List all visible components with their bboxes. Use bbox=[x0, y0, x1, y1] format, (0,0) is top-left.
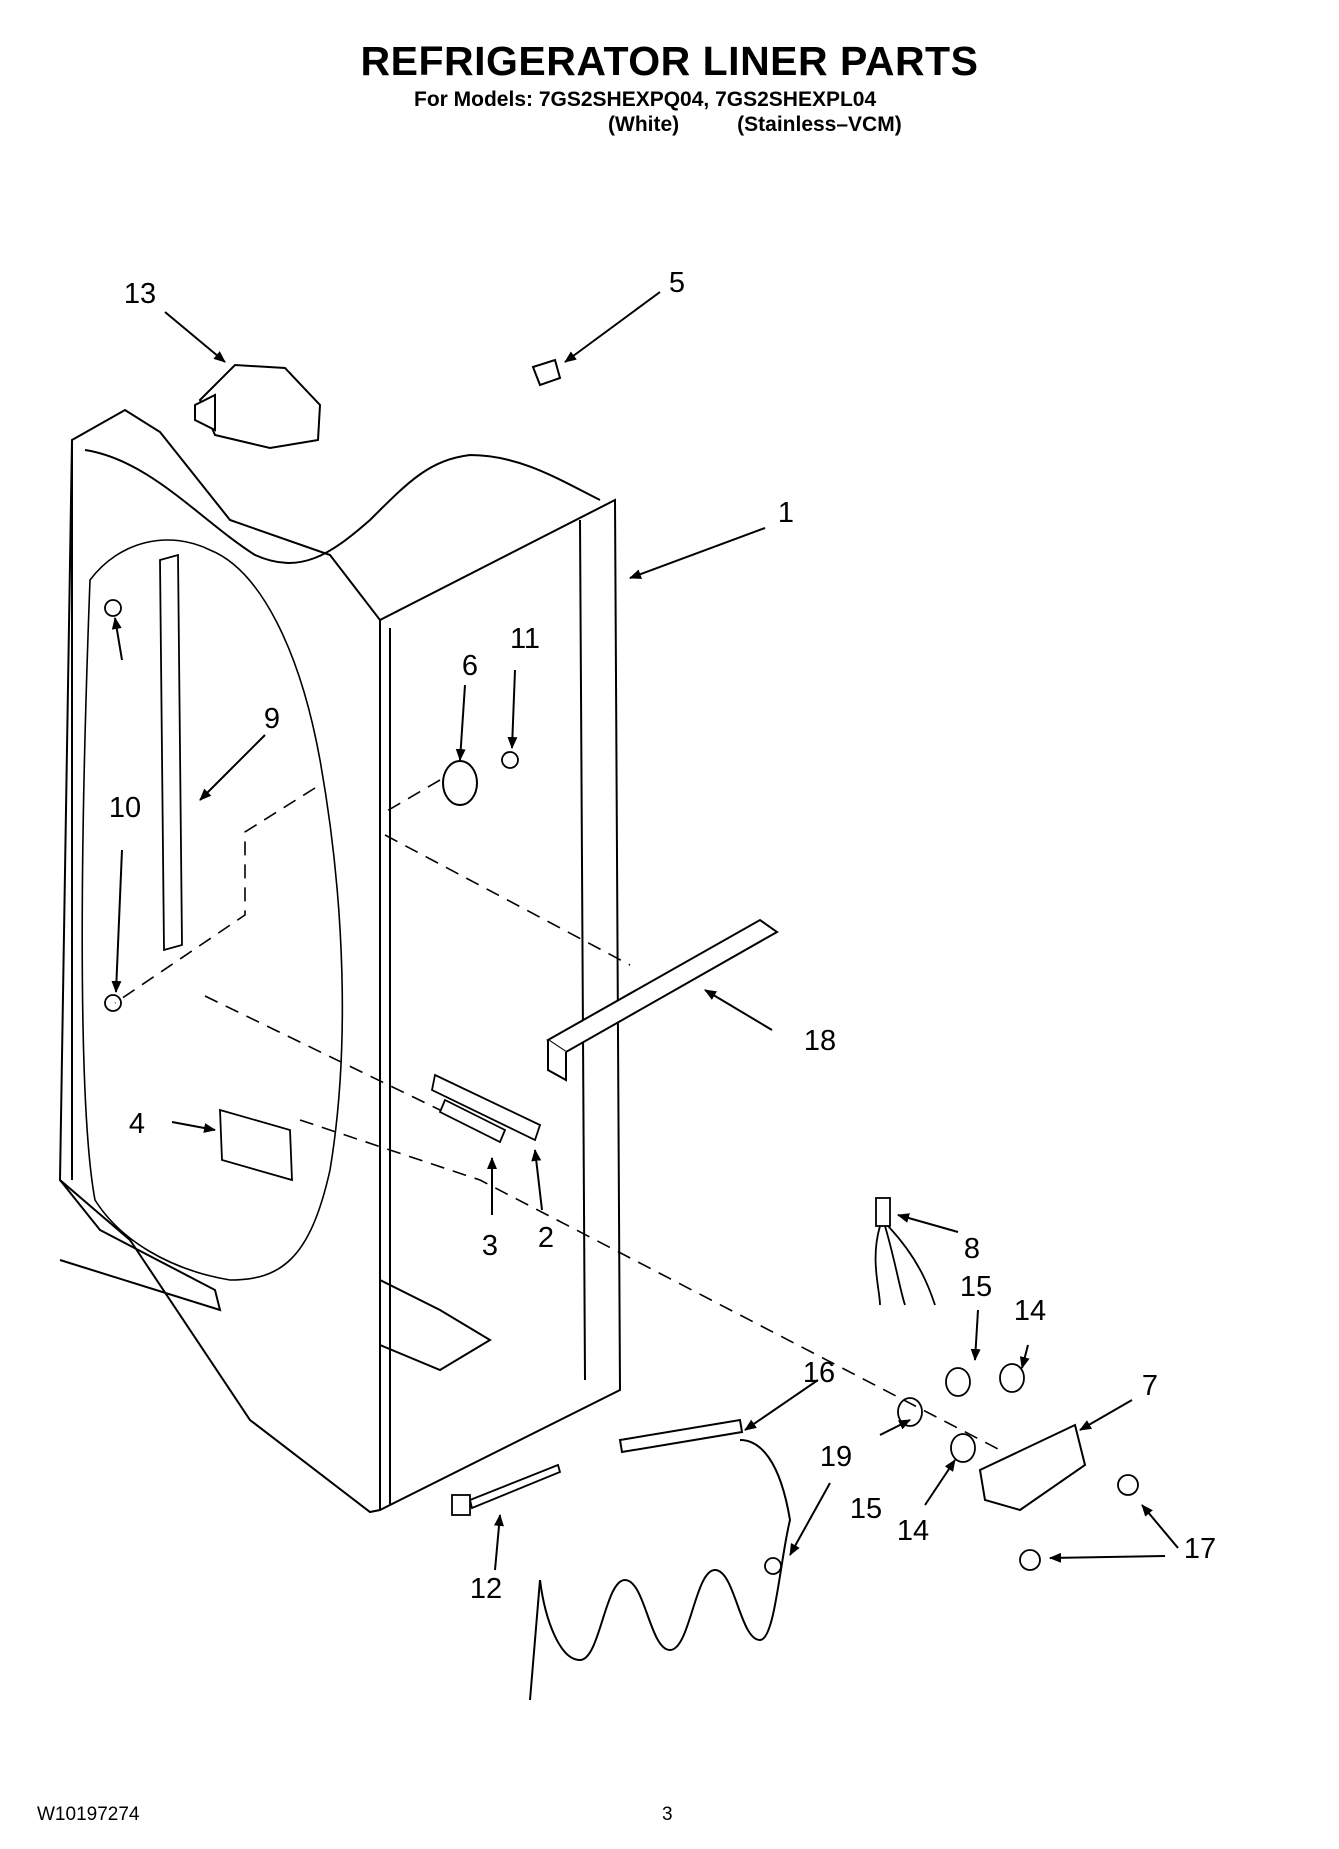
callout-3: 3 bbox=[482, 1230, 498, 1262]
part-5-clip bbox=[531, 358, 562, 387]
parts-2-3-brackets bbox=[430, 1073, 542, 1144]
models-line: For Models: 7GS2SHEXPQ04, 7GS2SHEXPL04 bbox=[414, 88, 877, 111]
callout-5: 5 bbox=[669, 267, 685, 299]
leader-arrows bbox=[111, 291, 1179, 1571]
assembly-guide-lines bbox=[114, 779, 1001, 1451]
callout-17: 17 bbox=[1184, 1533, 1216, 1565]
part-4-module bbox=[219, 1108, 293, 1182]
callout-12: 12 bbox=[470, 1573, 502, 1605]
callout-14-upper: 14 bbox=[1014, 1295, 1046, 1327]
page-number: 3 bbox=[662, 1804, 673, 1825]
callout-11: 11 bbox=[510, 623, 540, 655]
callout-2: 2 bbox=[538, 1222, 554, 1254]
refrigerator-liner bbox=[58, 408, 622, 1514]
callout-19: 19 bbox=[820, 1441, 852, 1473]
parts-14-15-grommets bbox=[897, 1363, 1025, 1463]
callout-8: 8 bbox=[964, 1233, 980, 1265]
callout-18: 18 bbox=[804, 1025, 836, 1057]
callout-1: 1 bbox=[778, 497, 794, 529]
callout-15-lower: 15 bbox=[850, 1493, 882, 1525]
part-17-fasteners bbox=[1019, 1474, 1139, 1571]
callout-7: 7 bbox=[1142, 1370, 1158, 1402]
part-19-screw bbox=[764, 1557, 782, 1575]
callout-numbers: 13 5 1 9 10 6 11 18 4 3 2 8 15 14 7 16 1… bbox=[109, 267, 1216, 1605]
part-9-rail bbox=[159, 553, 183, 952]
variant-white: (White) bbox=[608, 113, 680, 136]
part-18-bracket bbox=[546, 918, 779, 1082]
part-16-heater bbox=[529, 1418, 792, 1701]
callout-15-upper: 15 bbox=[960, 1271, 992, 1303]
document-id: W10197274 bbox=[37, 1804, 140, 1825]
part-7-drain-housing bbox=[978, 1423, 1087, 1512]
model-variants: (White) (Stainless–VCM) bbox=[608, 113, 902, 137]
callout-4: 4 bbox=[129, 1108, 145, 1140]
callout-9: 9 bbox=[264, 703, 280, 735]
part-11-screw bbox=[501, 751, 519, 769]
part-12-cable-tie bbox=[451, 1463, 562, 1516]
variant-stainless: (Stainless–VCM) bbox=[737, 113, 902, 136]
callout-10: 10 bbox=[109, 792, 141, 824]
part-13-control-housing bbox=[194, 363, 322, 450]
callout-14-lower: 14 bbox=[897, 1515, 929, 1547]
callout-16: 16 bbox=[803, 1357, 835, 1389]
part-10-screws bbox=[104, 599, 122, 1012]
callout-13: 13 bbox=[124, 278, 156, 310]
part-8-wire-harness bbox=[874, 1197, 936, 1306]
part-6-disc bbox=[442, 760, 478, 806]
page-title: REFRIGERATOR LINER PARTS bbox=[360, 38, 979, 84]
callout-6: 6 bbox=[462, 650, 478, 682]
